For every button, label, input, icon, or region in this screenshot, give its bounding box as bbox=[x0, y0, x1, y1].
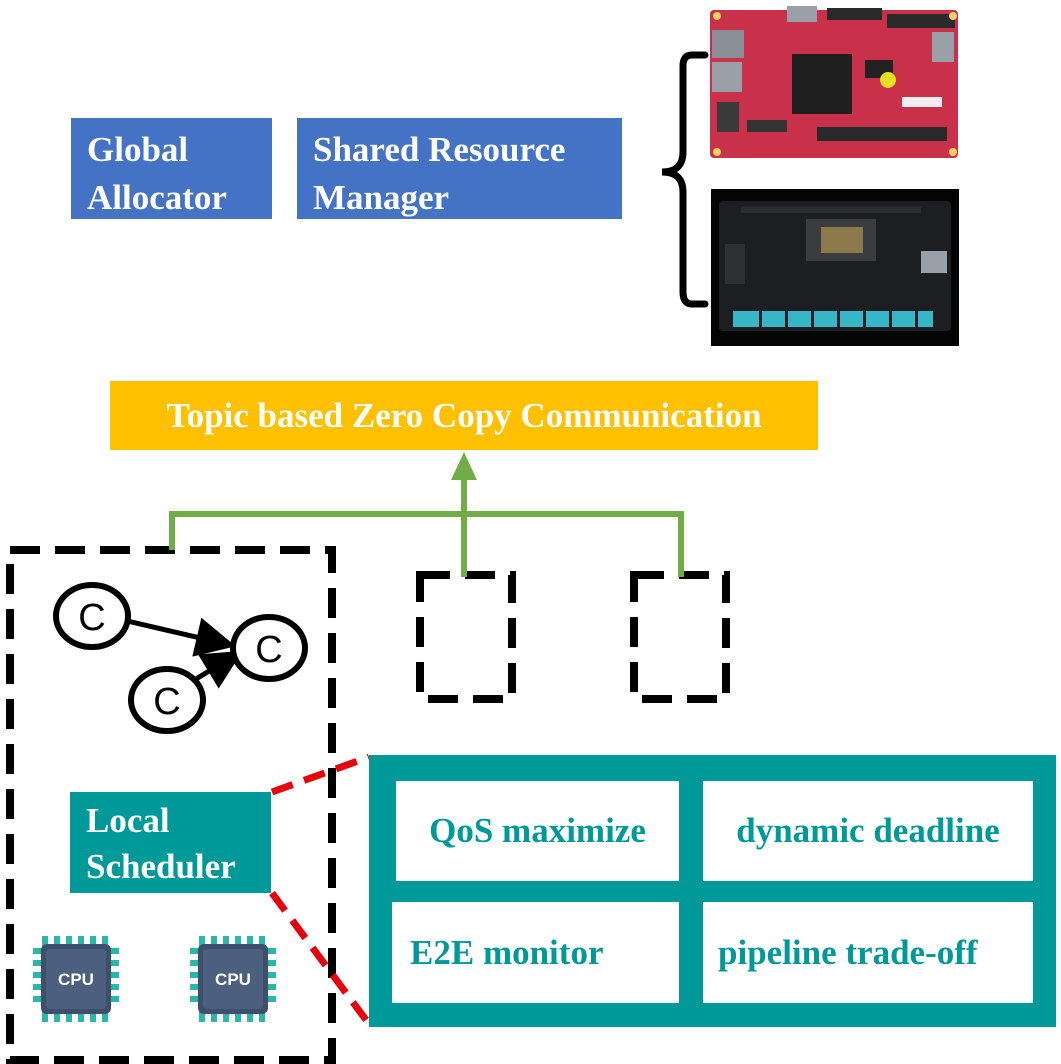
component-label-2: C bbox=[255, 629, 282, 671]
feature-pipeline-tradeoff: pipeline trade-off bbox=[703, 902, 1033, 1003]
global-allocator-line1: Global bbox=[87, 130, 189, 169]
global-allocator-box: Global Allocator bbox=[71, 118, 272, 219]
cpu-chip-2: CPU bbox=[190, 936, 276, 1022]
local-scheduler-line2: Scheduler bbox=[86, 847, 236, 886]
green-arrowhead bbox=[451, 452, 477, 480]
topic-communication-bar: Topic based Zero Copy Communication bbox=[110, 381, 818, 450]
component-label-3: C bbox=[153, 681, 180, 723]
zoom-line-bottom bbox=[269, 890, 372, 1027]
cpu-chip-1: CPU bbox=[33, 936, 119, 1022]
feature-e2e-monitor: E2E monitor bbox=[392, 902, 679, 1003]
node-container-2 bbox=[416, 571, 516, 703]
component-label-1: C bbox=[78, 597, 105, 639]
zoom-line-top bbox=[270, 753, 371, 796]
feature-dynamic-deadline: dynamic deadline bbox=[703, 781, 1033, 881]
local-scheduler-line1: Local bbox=[86, 801, 170, 840]
scheduler-features-panel: QoS maximize dynamic deadline E2E monito… bbox=[369, 755, 1056, 1027]
global-allocator-line2: Allocator bbox=[87, 178, 227, 217]
local-scheduler-box: Local Scheduler bbox=[70, 792, 271, 893]
component-node-3: C bbox=[128, 666, 206, 734]
fpga-board-image bbox=[707, 2, 962, 162]
shared-resource-manager-box: Shared Resource Manager bbox=[297, 118, 622, 219]
component-node-1: C bbox=[53, 582, 131, 650]
component-node-2: C bbox=[230, 614, 308, 682]
gpu-board-image bbox=[711, 189, 959, 346]
cpu-label-2: CPU bbox=[215, 970, 251, 989]
feature-qos-maximize: QoS maximize bbox=[396, 781, 679, 881]
device-brace bbox=[661, 51, 709, 308]
green-connector bbox=[169, 511, 684, 577]
cpu-label-1: CPU bbox=[58, 970, 94, 989]
node-container-3 bbox=[630, 571, 730, 703]
shared-resource-line2: Manager bbox=[313, 178, 450, 217]
shared-resource-line1: Shared Resource bbox=[313, 130, 566, 169]
